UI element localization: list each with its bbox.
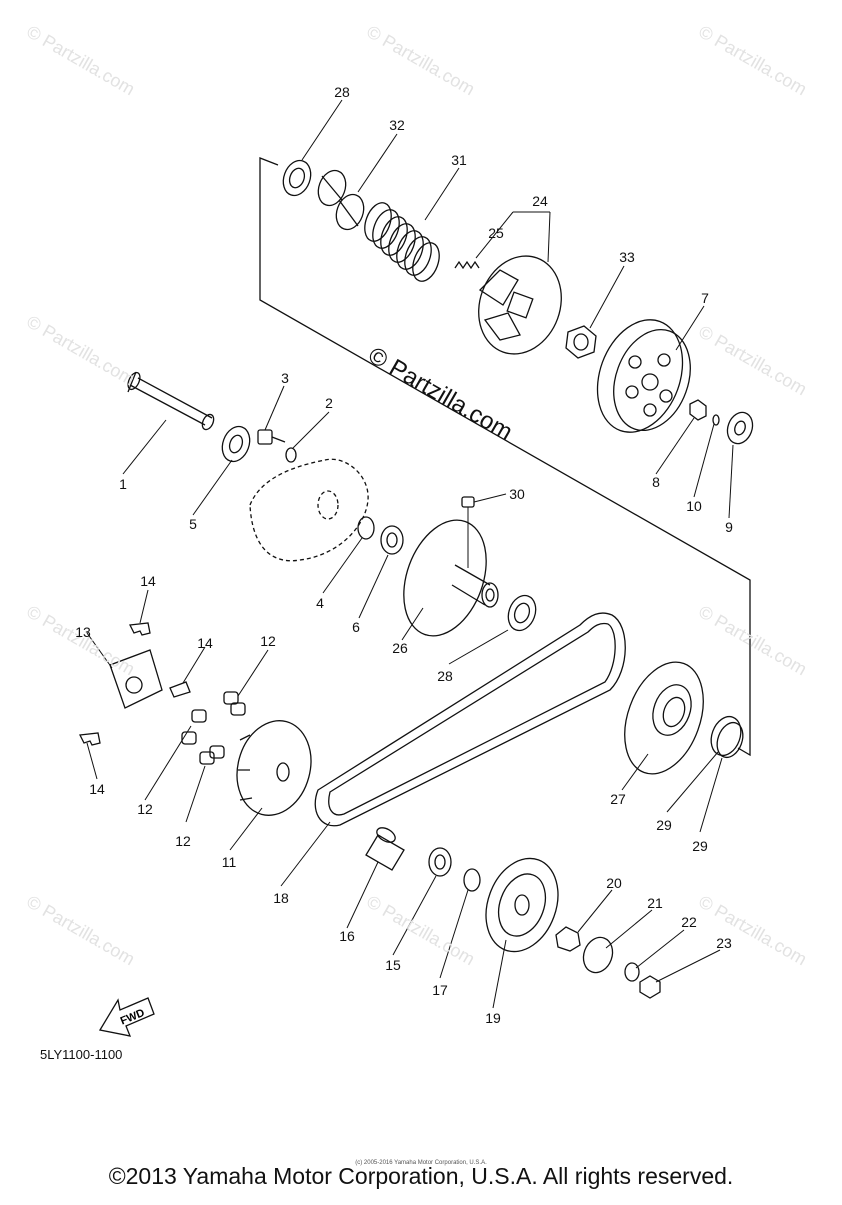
v-belt [314, 612, 626, 827]
slider-14-right [169, 681, 191, 698]
clutch-spring [454, 260, 480, 270]
callout-21: 21 [647, 895, 663, 911]
callout-11: 11 [221, 854, 237, 870]
callout-26: 26 [392, 640, 408, 656]
collar-16 [365, 827, 405, 871]
bearing-15 [428, 847, 452, 877]
callout-23: 23 [716, 935, 732, 951]
nut-33 [565, 325, 597, 359]
pin-30 [461, 496, 475, 508]
callout-19: 19 [485, 1010, 501, 1026]
oil-seal-top [282, 159, 312, 197]
slider-14-top [129, 622, 151, 636]
callout-15: 15 [385, 957, 401, 973]
primary-sliding-sheave [236, 720, 312, 816]
callout-12-left: 12 [137, 801, 153, 817]
callout-25: 25 [488, 225, 504, 241]
callout-28-lower: 28 [437, 668, 453, 684]
callout-1: 1 [119, 476, 127, 492]
callout-30: 30 [509, 486, 525, 502]
callout-6: 6 [352, 619, 360, 635]
primary-shaft [127, 371, 215, 431]
fwd-arrow-icon [98, 997, 155, 1037]
o-ring-29 [710, 715, 744, 759]
fixed-fan-sheave [485, 857, 559, 953]
fineprint: (c) 2005-2016 Yamaha Motor Corporation, … [355, 1160, 487, 1166]
callout-28: 28 [334, 84, 350, 100]
callout-17: 17 [432, 982, 448, 998]
callout-4: 4 [316, 595, 324, 611]
one-way-clutch-21 [582, 936, 614, 974]
callout-14-top: 14 [140, 573, 156, 589]
washer-2 [285, 447, 297, 463]
washer-17 [463, 868, 481, 892]
cam-13 [109, 649, 163, 709]
callout-29-right: 29 [692, 838, 708, 854]
compression-spring [364, 202, 440, 282]
callout-3: 3 [281, 370, 289, 386]
callout-14-right: 14 [197, 635, 213, 651]
bearing-6 [380, 525, 404, 555]
assembly-frame [259, 157, 751, 757]
clutch-carrier [478, 255, 562, 355]
callout-12-top: 12 [260, 633, 276, 649]
washer-4 [357, 516, 375, 540]
callout-16: 16 [339, 928, 355, 944]
callout-24: 24 [532, 193, 548, 209]
callout-12-bottom: 12 [175, 833, 191, 849]
nut-23 [639, 975, 661, 999]
callout-32: 32 [389, 117, 405, 133]
callout-8: 8 [652, 474, 660, 490]
fwd-label: FWD [119, 1007, 147, 1028]
oil-seal-lower [507, 594, 537, 632]
callout-10: 10 [686, 498, 702, 514]
callout-27: 27 [610, 791, 626, 807]
callout-9: 9 [725, 519, 733, 535]
diagram-code: 5LY1100-1100 [40, 1047, 123, 1062]
callout-31: 31 [451, 152, 467, 168]
callout-7: 7 [701, 290, 709, 306]
callout-22: 22 [681, 914, 697, 930]
clutch-housing [596, 319, 691, 433]
copyright-notice: ©2013 Yamaha Motor Corporation, U.S.A. A… [108, 1163, 734, 1189]
callout-5: 5 [189, 516, 197, 532]
callout-14-bottom: 14 [89, 781, 105, 797]
sliding-sheave [403, 519, 499, 637]
spacer-20 [555, 926, 581, 952]
slider-14-bottom [79, 732, 101, 746]
callout-29-left: 29 [656, 817, 672, 833]
cover-gasket [249, 458, 369, 562]
callout-20: 20 [606, 875, 622, 891]
collar [317, 169, 365, 231]
callout-18: 18 [273, 890, 289, 906]
nut-8 [689, 399, 707, 421]
bearing-5 [221, 425, 251, 463]
bearing-9 [726, 411, 754, 445]
callout-33: 33 [619, 249, 635, 265]
callout-13: 13 [75, 624, 91, 640]
leader-lines [86, 99, 734, 1009]
bolt-3 [257, 429, 286, 445]
weight-12 [181, 691, 246, 765]
fixed-sheave [624, 661, 704, 775]
washer-22 [624, 962, 640, 982]
callout-2: 2 [325, 395, 333, 411]
washer-10 [712, 414, 720, 426]
